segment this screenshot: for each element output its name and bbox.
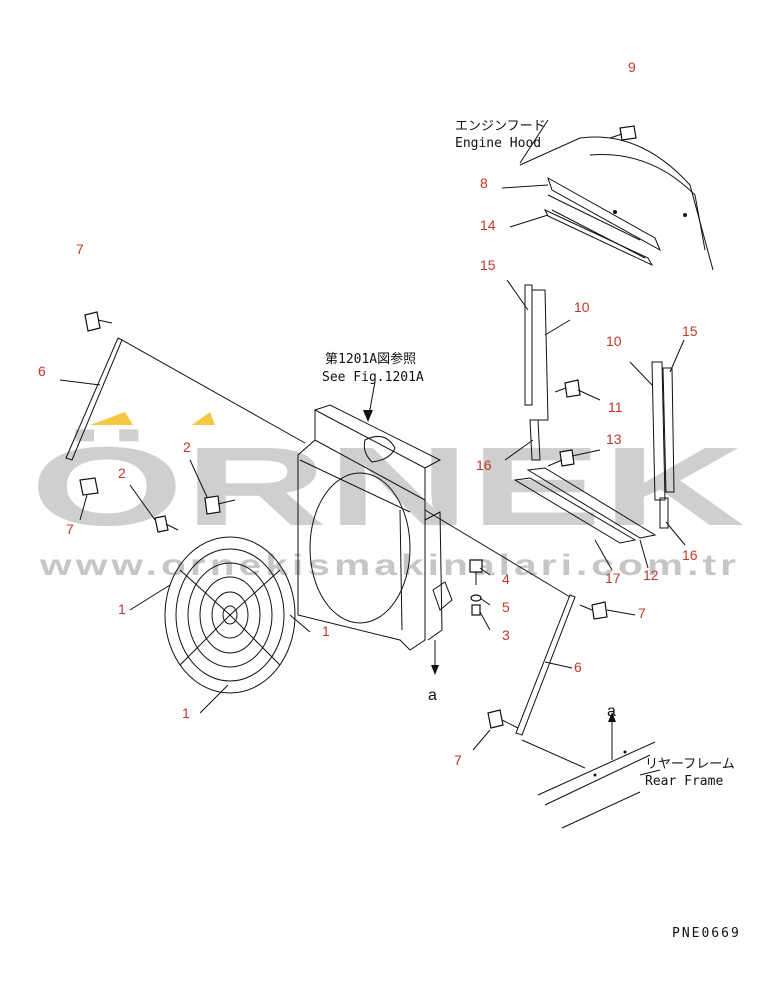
callout-4: 4	[502, 571, 510, 587]
fan-guard	[164, 536, 296, 694]
callout-10-left: 10	[574, 299, 590, 315]
callout-8: 8	[480, 175, 488, 191]
rear-frame-jp-label: リヤーフレーム	[645, 757, 735, 772]
callout-5: 5	[502, 599, 510, 615]
bolt-9	[609, 125, 637, 141]
callout-numbers: 9 8 14 7 15 10 6 10 15 11 2 13 16 2 7 4 …	[38, 59, 698, 768]
callout-12: 12	[643, 567, 659, 583]
rear-frame	[537, 712, 656, 829]
see-fig-jp-label: 第1201A図参照	[325, 351, 416, 367]
callout-1-bottom: 1	[182, 705, 190, 721]
callout-3: 3	[502, 627, 510, 643]
callout-11: 11	[608, 399, 623, 415]
see-fig-en-label: See Fig.1201A	[322, 370, 424, 385]
stay-rod-right	[424, 509, 586, 769]
bolt-7-top-left	[84, 311, 113, 332]
callout-15-right: 15	[682, 323, 698, 339]
bolt-2-left	[154, 515, 179, 533]
watermark-brand: ÖRNEK	[30, 424, 745, 549]
figure-code: PNE0669	[672, 926, 741, 941]
callout-1-left: 1	[118, 601, 126, 617]
bolt-4	[469, 559, 483, 585]
callout-14: 14	[480, 217, 496, 233]
callout-9: 9	[628, 59, 636, 75]
callout-6-left: 6	[38, 363, 46, 379]
callout-7-top: 7	[76, 241, 84, 257]
bolt-2-center	[204, 495, 236, 515]
watermark: ÖRNEK www.ornekismakinalari.com.tr	[30, 412, 745, 582]
spacer-3	[471, 604, 481, 616]
callout-2-top: 2	[183, 439, 191, 455]
bolt-7-right	[579, 601, 608, 620]
callout-17: 17	[605, 570, 621, 586]
watermark-accent-left	[90, 412, 133, 425]
callout-10-right: 10	[606, 333, 622, 349]
engine-hood	[519, 136, 714, 271]
seal-strip-upper	[524, 284, 549, 461]
callout-2-left: 2	[118, 465, 126, 481]
callout-7-bottom: 7	[454, 752, 462, 768]
bolt-13	[547, 449, 575, 467]
watermark-url: www.ornekismakinalari.com.tr	[39, 549, 740, 582]
leader-lines	[59, 119, 686, 776]
callout-7-left: 7	[66, 521, 74, 537]
watermark-accent-right	[192, 412, 215, 425]
callout-16-right: 16	[682, 547, 698, 563]
callout-16-left: 16	[476, 457, 492, 473]
seal-strip-right	[651, 361, 675, 529]
view-mark-a-upper: a	[607, 703, 616, 720]
labels: エンジンフード Engine Hood 第1201A図参照 See Fig.12…	[322, 119, 741, 941]
engine-hood-en-label: Engine Hood	[455, 136, 541, 151]
callout-13: 13	[606, 431, 622, 447]
stay-rod-left	[65, 337, 306, 461]
callout-7-right: 7	[638, 605, 646, 621]
callout-6-right: 6	[574, 659, 582, 675]
washer-5	[470, 594, 482, 602]
callout-1-right: 1	[322, 623, 330, 639]
bolt-7-left	[79, 477, 99, 496]
radiator-core	[297, 404, 453, 675]
view-mark-a-lower: a	[428, 687, 437, 704]
rear-frame-en-label: Rear Frame	[645, 774, 723, 789]
bolt-7-bottom	[487, 709, 519, 729]
bolt-11	[554, 379, 581, 398]
callout-15-left: 15	[480, 257, 496, 273]
engine-hood-jp-label: エンジンフード	[455, 119, 546, 134]
seal-strip-17	[513, 467, 657, 544]
